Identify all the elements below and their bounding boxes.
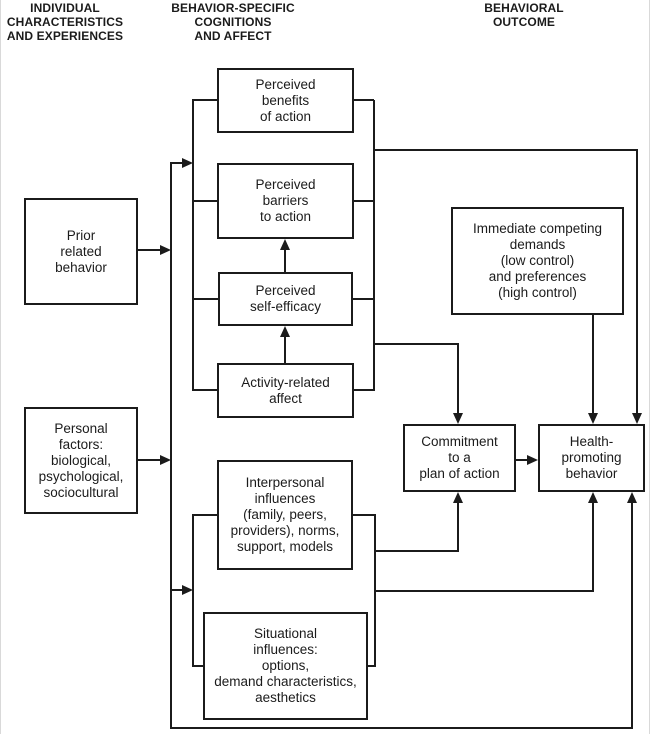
box-immediate-competing-demands-label: Immediate competing demands (low control… [472,221,603,300]
box-prior-related-behavior: Prior related behavior [24,198,138,305]
line-self-efficacy-to-barriers [284,249,286,272]
header-behavioral-outcome: BEHAVIORAL OUTCOME [484,1,564,29]
arrow-bottom-feedback-into-health [627,492,637,503]
arrow-bracket-into-health-bottom [588,492,598,503]
stub-affect-right [353,389,374,391]
arrow-personal-to-spine [160,455,171,465]
line-demands-to-health [592,315,594,414]
box-personal-factors-label: Personal factors: biological, psychologi… [38,420,124,500]
box-perceived-self-efficacy: Perceived self-efficacy [218,272,353,326]
line-top-left-bracket [192,100,194,391]
box-perceived-barriers-label: Perceived barriers to action [255,177,316,224]
line-personal-to-spine [138,459,161,461]
line-bottom-feedback-vertical [631,502,633,729]
box-health-promoting-behavior: Health- promoting behavior [538,424,645,492]
stub-barriers-right [353,200,374,202]
stub-affect-left [192,389,218,391]
stub-benefits-left [192,99,218,101]
box-situational-influences: Situational influences: options, demand … [203,612,368,720]
line-left-spine [170,162,172,729]
line-top-feedback-vertical [636,149,638,414]
line-bracket-to-commitment-horizontal [373,343,459,345]
line-commitment-to-health [516,459,528,461]
arrow-into-commitment-top [453,413,463,424]
stub-self-efficacy-left [192,298,219,300]
box-commitment-plan: Commitment to a plan of action [403,424,516,492]
stub-situational-right [367,665,375,667]
stub-barriers-left [192,200,218,202]
line-bottom-feedback-horizontal [170,727,633,729]
line-bracket-to-commitment-bottom-horizontal [374,550,459,552]
line-spine-to-bottom-bracket [170,589,183,591]
line-bottom-left-bracket [192,514,194,667]
box-perceived-benefits: Perceived benefits of action [217,68,354,133]
arrow-self-efficacy-to-barriers [280,239,290,250]
box-commitment-plan-label: Commitment to a plan of action [419,434,500,481]
box-personal-factors: Personal factors: biological, psychologi… [24,407,138,514]
arrow-into-commitment-bottom [453,492,463,503]
box-perceived-self-efficacy-label: Perceived self-efficacy [249,283,322,314]
line-bracket-to-commitment-vertical [457,343,459,414]
box-situational-influences-label: Situational influences: options, demand … [214,626,357,705]
line-bracket-to-health-bottom-vertical [592,502,594,592]
line-prior-to-spine [138,249,161,251]
line-bracket-to-commitment-bottom-vertical [457,502,459,552]
stub-situational-left [192,665,204,667]
box-perceived-barriers: Perceived barriers to action [217,163,354,239]
arrow-demands-into-health [588,413,598,424]
line-top-feedback-horizontal [373,149,638,151]
arrow-prior-to-spine [160,245,171,255]
stub-benefits-right [353,99,374,101]
arrow-spine-to-bottom-bracket [182,585,193,595]
box-activity-related-affect-label: Activity-related affect [241,374,330,406]
stub-self-efficacy-right [352,298,374,300]
header-individual-characteristics: INDIVIDUAL CHARACTERISTICS AND EXPERIENC… [6,1,124,43]
box-immediate-competing-demands: Immediate competing demands (low control… [451,207,624,315]
box-interpersonal-influences: Interpersonal influences (family, peers,… [217,460,353,570]
stub-interpersonal-left [192,514,218,516]
line-top-right-bracket [373,100,375,391]
header-behavior-specific-cognitions: BEHAVIOR-SPECIFIC COGNITIONS AND AFFECT [171,1,295,43]
box-interpersonal-influences-label: Interpersonal influences (family, peers,… [230,475,340,554]
box-prior-related-behavior-label: Prior related behavior [55,227,107,275]
box-activity-related-affect: Activity-related affect [217,363,354,418]
line-bracket-to-health-bottom-horizontal [374,590,594,592]
line-affect-to-self-efficacy [284,336,286,363]
box-perceived-benefits-label: Perceived benefits of action [255,76,316,124]
box-health-promoting-behavior-label: Health- promoting behavior [561,434,622,481]
arrow-affect-to-self-efficacy [280,326,290,337]
arrow-top-feedback-into-health [632,413,642,424]
stub-interpersonal-right [352,514,375,516]
line-spine-to-top-bracket [170,162,183,164]
arrow-spine-to-top-bracket [182,158,193,168]
arrow-commitment-to-health [527,455,538,465]
